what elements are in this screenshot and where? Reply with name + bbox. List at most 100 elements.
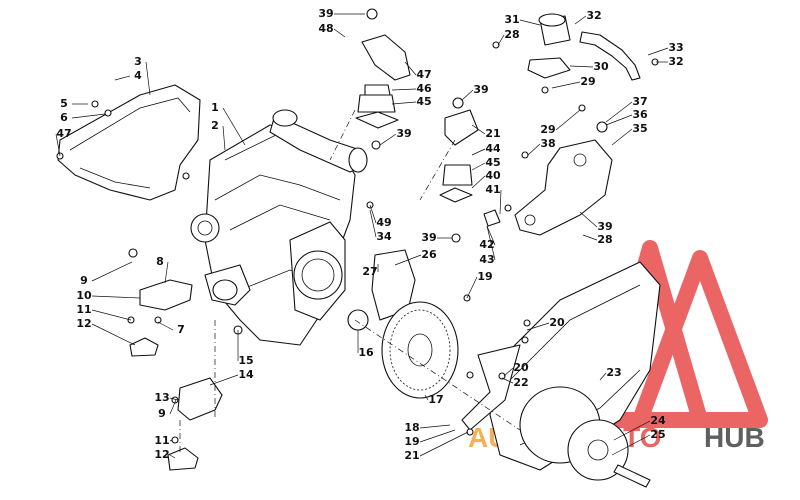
callout-leader: [157, 321, 174, 331]
callout-number: 9: [80, 274, 88, 287]
callout-number: 24: [650, 414, 666, 427]
callout-number: 29: [540, 123, 555, 136]
callout-leader: [419, 431, 469, 457]
callout-leader: [569, 65, 594, 68]
callout-leader: [169, 439, 173, 442]
callout-number: 38: [540, 137, 555, 150]
callout-number: 39: [421, 231, 436, 244]
callout-leader: [471, 148, 486, 156]
callout-number: 35: [632, 122, 647, 135]
callout-number: 39: [396, 127, 411, 140]
callout-leader: [391, 88, 417, 91]
callout-leader: [605, 114, 633, 126]
drive-clutch: [519, 386, 651, 488]
callout-number: 6: [60, 111, 68, 124]
callout-number: 21: [485, 127, 500, 140]
oil-tank: [492, 13, 659, 94]
left-motor-mount-upper: [127, 279, 193, 357]
callout-number: 30: [593, 60, 609, 73]
callout-leader: [394, 254, 422, 266]
callout-leader: [222, 125, 226, 151]
callout-number: 7: [177, 323, 185, 336]
callout-number: 44: [485, 142, 501, 155]
callout-leader: [164, 261, 169, 284]
callout-leader: [497, 34, 505, 46]
callout-number: 37: [632, 95, 647, 108]
callout-leader: [91, 323, 136, 346]
callout-number: 9: [158, 407, 166, 420]
callout-number: 45: [416, 95, 431, 108]
ring-gear: [381, 301, 459, 399]
callout-number: 4: [134, 69, 142, 82]
callout-leader: [486, 225, 496, 246]
callout-number: 22: [513, 376, 528, 389]
callout-number: 11: [76, 303, 91, 316]
callout-number: 8: [156, 255, 164, 268]
callout-number: 3: [134, 55, 142, 68]
callout-leader: [91, 261, 133, 282]
callout-number: 12: [76, 317, 91, 330]
callout-leader: [471, 162, 486, 171]
callout-leader: [527, 143, 541, 156]
callout-leader: [471, 175, 486, 189]
callout-number: 21: [404, 449, 419, 462]
callout-number: 46: [416, 82, 432, 95]
right-engine-mount: [439, 97, 512, 243]
assembly-centerlines: [179, 109, 521, 455]
callout-number: 12: [154, 448, 169, 461]
callout-number: 27: [362, 265, 377, 278]
callout-number: 10: [76, 289, 92, 302]
callout-number: 23: [606, 366, 621, 379]
callout-number: 32: [668, 55, 683, 68]
callout-leader: [501, 377, 514, 384]
callout-number: 45: [485, 156, 500, 169]
callout-leader: [551, 81, 581, 89]
callout-number: 48: [318, 22, 333, 35]
callout-leader: [419, 424, 451, 429]
callout-leader: [647, 47, 669, 56]
callout-number: 43: [479, 253, 494, 266]
callout-number: 18: [404, 421, 419, 434]
callout-leader: [91, 295, 141, 299]
watermark-triangle-right: [632, 250, 768, 428]
callout-leader: [404, 61, 417, 76]
belt-cover: [56, 84, 201, 201]
callout-leader: [333, 28, 346, 38]
callout-leader: [369, 209, 377, 238]
callout-leader: [519, 19, 541, 26]
callout-leader: [169, 454, 176, 459]
callout-number: 26: [421, 248, 437, 261]
callout-leader: [613, 420, 651, 441]
callout-leader: [369, 204, 377, 224]
callout-number: 20: [513, 361, 529, 374]
callout-leader: [461, 89, 474, 101]
callout-leader: [169, 399, 177, 415]
callout-number: 39: [473, 83, 488, 96]
callout-leader: [71, 113, 106, 119]
callout-number: 29: [580, 75, 595, 88]
callout-leader: [582, 234, 598, 241]
callout-number: 47: [56, 127, 71, 140]
callout-number: 39: [318, 7, 333, 20]
callout-number: 31: [504, 13, 519, 26]
callout-number: 5: [60, 97, 68, 110]
callout-number: 36: [632, 108, 648, 121]
callout-number: 17: [428, 393, 443, 406]
callout-leader: [579, 211, 598, 228]
callout-number: 28: [597, 233, 612, 246]
callout-leader: [503, 367, 514, 377]
callout-leader: [209, 374, 239, 386]
callout-leader: [379, 133, 397, 146]
callout-leader: [114, 75, 131, 81]
callout-number: 19: [477, 270, 492, 283]
callout-number: 32: [586, 9, 601, 22]
callout-number: 49: [376, 216, 391, 229]
right-bracket: [514, 104, 613, 236]
callout-leader: [555, 109, 581, 131]
engine-block: [190, 109, 368, 346]
top-engine-mount: [355, 8, 411, 150]
callout-number: 42: [479, 238, 494, 251]
callout-leader: [499, 189, 502, 215]
